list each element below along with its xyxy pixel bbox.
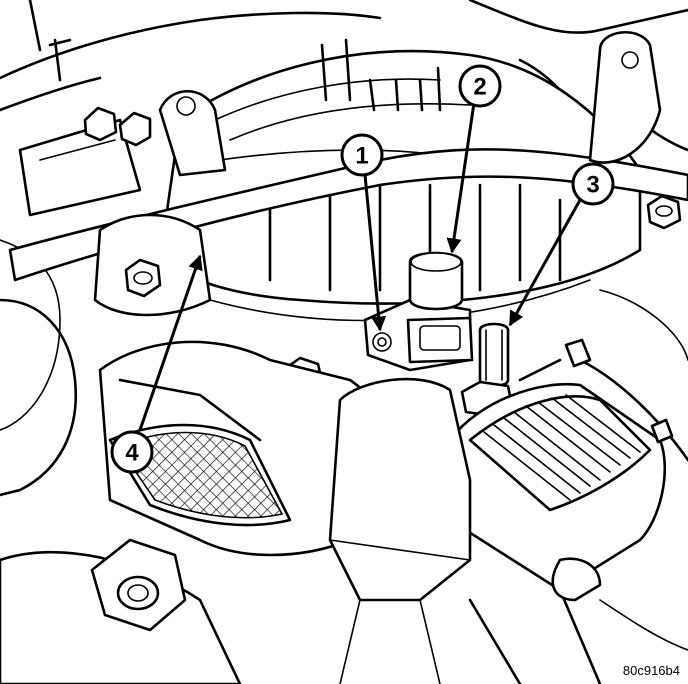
leader-3	[508, 199, 582, 327]
bracket-hole	[621, 51, 639, 69]
leader-1	[363, 174, 387, 332]
callout-number: 2	[473, 74, 486, 101]
lower-housing	[0, 340, 390, 684]
leader-lines	[138, 102, 582, 431]
bolt-top-left	[48, 38, 152, 147]
callout-number: 3	[586, 172, 599, 199]
bolt-right	[646, 194, 682, 230]
callout-4: 4	[110, 430, 154, 474]
callout-number: 1	[355, 143, 368, 170]
leader-2	[446, 102, 476, 254]
manifold-fins	[268, 38, 562, 292]
coil-housing	[448, 338, 674, 602]
figure-reference-code: 80c916b4	[622, 663, 680, 678]
callout-circle	[340, 133, 384, 177]
leader-4	[138, 254, 203, 431]
callout-3: 3	[571, 162, 615, 206]
callout-circle	[571, 162, 615, 206]
map-sensor	[406, 251, 474, 364]
callout-circle	[458, 64, 502, 108]
bolt-left	[124, 258, 162, 298]
lower-panel	[328, 377, 472, 602]
coil-ribs	[483, 394, 641, 501]
callout-1: 1	[340, 133, 384, 177]
callout-circle	[110, 430, 154, 474]
callout-number: 4	[125, 440, 139, 467]
hex-fitting	[90, 538, 187, 632]
upper-right-bracket	[588, 31, 662, 164]
crossover-tube	[8, 148, 688, 282]
callout-2: 2	[458, 64, 502, 108]
